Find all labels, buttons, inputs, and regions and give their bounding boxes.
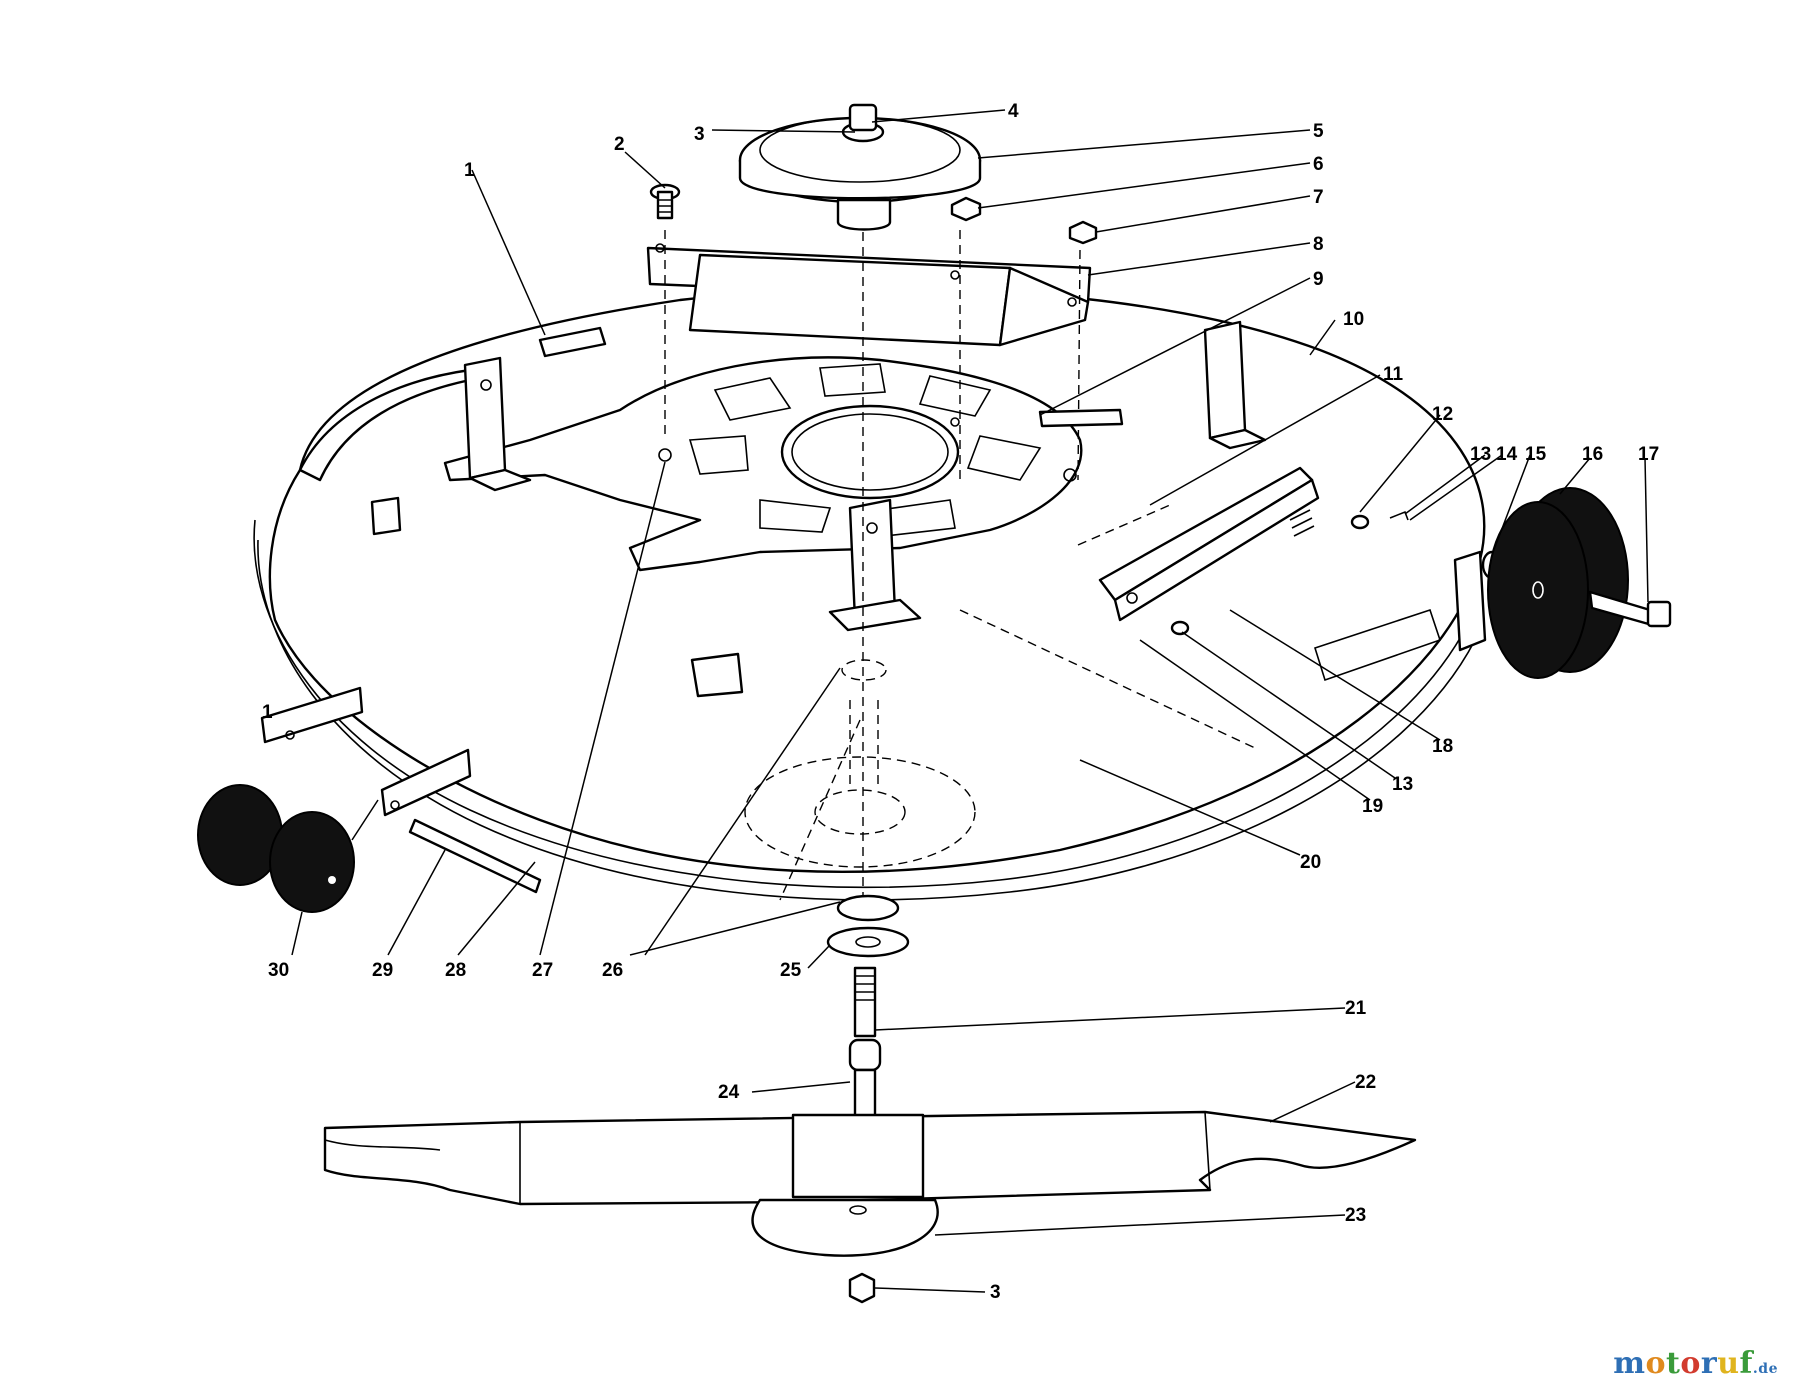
callout-leaders [291,109,1649,1293]
callout-12: 12 [1432,404,1453,425]
callout-8: 8 [1313,234,1324,255]
callout-9: 9 [1313,269,1324,290]
blade-adapter [751,1198,939,1304]
watermark-tld: .de [1752,1361,1778,1377]
callout-1: 1 [464,160,475,181]
rear-wheel-assembly [1453,487,1672,679]
callout-14: 14 [1496,444,1518,465]
callout-11: 11 [1383,364,1404,385]
callout-13: 13 [1470,444,1491,465]
watermark-letter: t [1666,1346,1681,1381]
callout-23: 23 [1345,1205,1366,1226]
callout-labels: 1 2 3 4 5 6 7 8 9 10 11 12 13 14 15 16 1… [262,101,1659,1303]
callout-5: 5 [1313,121,1324,142]
callout-29: 29 [372,960,393,981]
watermark-letter: o [1680,1346,1701,1381]
callout-1b: 1 [262,702,273,723]
callout-16: 16 [1582,444,1603,465]
callout-4: 4 [1008,101,1019,122]
callout-30: 30 [268,960,289,981]
callout-13b: 13 [1392,774,1413,795]
spindle-housing [744,659,976,868]
watermark-letter: m [1613,1346,1646,1381]
callout-22: 22 [1355,1072,1376,1093]
callout-21: 21 [1345,998,1367,1019]
callout-26: 26 [602,960,623,981]
drive-pulley [738,103,982,231]
mower-blade [323,1110,1417,1206]
callout-25: 25 [780,960,802,981]
callout-7: 7 [1313,187,1324,208]
watermark-letter: u [1717,1346,1740,1381]
bracket-channel [646,243,1092,427]
callout-19: 19 [1362,796,1383,817]
callout-10: 10 [1343,309,1364,330]
callout-27: 27 [532,960,553,981]
callout-3: 3 [694,124,705,145]
spider-support-plate [443,356,1083,572]
callout-18: 18 [1432,736,1453,757]
assembly-lines [664,230,1256,920]
watermark-letter: r [1700,1346,1718,1381]
callout-24: 24 [718,1082,740,1103]
lock-nuts [950,196,1098,245]
spindle-bearings [826,894,910,958]
watermark-letter: f [1739,1346,1753,1381]
callout-3b: 3 [990,1282,1001,1303]
carriage-bolt [649,183,681,220]
callout-17: 17 [1638,444,1659,465]
callout-15: 15 [1525,444,1547,465]
callout-2: 2 [614,134,625,155]
front-wheel-assembly [197,686,542,913]
deck-brackets [463,320,1267,632]
callout-28: 28 [445,960,466,981]
watermark-logo: motoruf.de [1613,1346,1778,1381]
watermark-letter: o [1645,1346,1667,1381]
callout-6: 6 [1313,154,1324,175]
height-adjust-linkage [1038,408,1409,636]
callout-20: 20 [1300,852,1321,873]
